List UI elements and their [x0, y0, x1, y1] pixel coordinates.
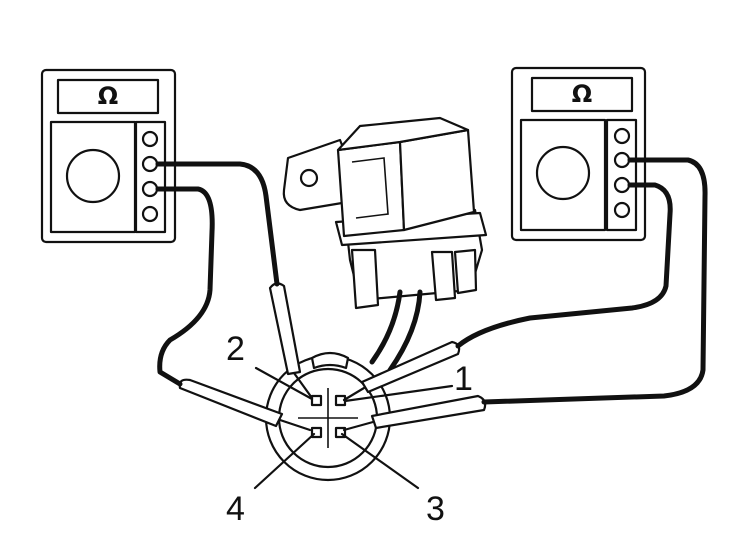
- callout-line-1: [343, 384, 454, 403]
- right-meter-lead-a: [455, 182, 673, 349]
- terminal-slot-3: [334, 426, 347, 439]
- left-multimeter: Ω: [40, 68, 177, 244]
- left-meter-jack: [141, 205, 159, 223]
- right-meter-lead-b: [481, 157, 708, 405]
- relay-harness-wire: [387, 289, 423, 373]
- left-meter-lead-b: [155, 186, 215, 387]
- left-meter-lead-a: [155, 161, 280, 287]
- right-multimeter: Ω: [510, 66, 647, 242]
- callout-line-3: [340, 432, 420, 490]
- right-meter-dial: [535, 145, 591, 201]
- terminal-slot-2: [310, 394, 323, 407]
- relay: [282, 116, 488, 310]
- left-meter-ohm-symbol: Ω: [98, 82, 118, 110]
- callout-line-2: [254, 366, 314, 401]
- bracket-bolt-hole: [299, 168, 319, 188]
- terminal-label-4: 4: [226, 490, 245, 528]
- right-meter-jack: [613, 201, 631, 219]
- right-meter-jack: [613, 127, 631, 145]
- right-meter-probe-a: [342, 340, 461, 402]
- terminal-label-1: 1: [454, 360, 473, 398]
- callout-line-4: [253, 432, 316, 490]
- terminal-label-3: 3: [426, 490, 445, 528]
- left-meter-dial: [65, 148, 121, 204]
- relay-harness-wire: [369, 289, 403, 365]
- terminal-label-2: 2: [226, 330, 245, 368]
- terminal-slot-4: [310, 426, 323, 439]
- right-meter-ohm-symbol: Ω: [572, 80, 592, 108]
- left-meter-jack: [141, 130, 159, 148]
